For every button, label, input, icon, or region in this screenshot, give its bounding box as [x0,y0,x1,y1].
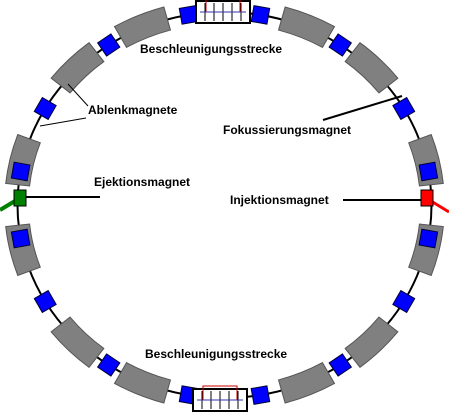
focusing-magnet-15 [10,228,31,249]
leader-focusing [322,95,403,121]
ejection-magnet [13,189,27,207]
focusing-magnet-14 [33,289,57,314]
focusing-magnet-8 [418,228,439,249]
bending-magnet-10 [50,316,105,369]
label-accel-top: Beschleunigungsstrecke [140,42,282,56]
focusing-magnet-9 [392,289,416,314]
accelerator-top-rf-feed [205,0,241,12]
focusing-magnet-13 [96,353,121,377]
focusing-magnet-2 [96,33,121,57]
focusing-magnet-4 [250,5,271,25]
focusing-magnet-16 [10,161,31,182]
bending-magnet-4 [344,41,399,94]
bending-magnet-7 [344,316,399,369]
leader-bending-1 [67,83,89,107]
label-ejection-magnet: Ejektionsmagnet [94,175,190,189]
bending-magnet-9 [113,361,172,404]
focusing-magnet-5 [328,33,353,57]
leader-bending-2 [39,117,87,127]
focusing-magnet-1 [33,96,57,121]
bending-magnet-8 [277,361,336,404]
label-bending-magnets: Ablenkmagnete [88,103,178,117]
bending-magnet-1 [50,41,105,94]
accelerator-bottom-rf-feed [202,385,238,400]
bending-magnet-3 [277,6,336,49]
focusing-magnet-11 [250,385,271,405]
focusing-magnet-7 [418,161,439,182]
focusing-magnet-6 [392,96,416,121]
label-injection-magnet: Injektionsmagnet [230,193,329,207]
label-focusing-magnet: Fokussierungsmagnet [223,123,351,137]
focusing-magnet-10 [328,353,353,377]
label-accel-bottom: Beschleunigungsstrecke [145,347,287,361]
bending-magnet-2 [113,6,172,49]
injection-magnet [420,189,434,207]
